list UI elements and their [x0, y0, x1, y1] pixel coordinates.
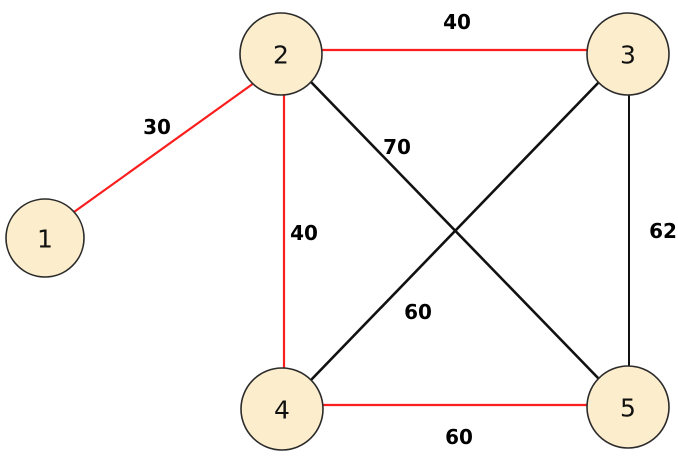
node-circle-1[interactable]: [5, 198, 85, 278]
edge-weight-label-3-4: 60: [404, 300, 432, 324]
edge-weight-label-2-5: 70: [383, 135, 411, 159]
edge-weight-label-1-2: 30: [143, 115, 171, 139]
graph-node-4[interactable]: 4: [240, 367, 324, 451]
node-circle-3[interactable]: [586, 12, 670, 96]
edge-weight-label-4-5: 60: [445, 425, 473, 449]
node-circle-5[interactable]: [586, 365, 670, 449]
graph-node-1[interactable]: 1: [5, 198, 85, 278]
node-circle-4[interactable]: [240, 367, 324, 451]
graph-edge-1-2[interactable]: e-1-2: [73, 82, 255, 213]
node-label-4: 4: [274, 396, 290, 425]
node-label-1: 1: [37, 225, 53, 254]
edges-layer: e-1-2e-2-3e-2-4e-2-5e-3-4e-3-5e-4-5: [73, 48, 630, 407]
edge-weight-label-2-3: 40: [443, 10, 471, 34]
edge-labels-layer: 30 40 40 70 60 62 60: [143, 10, 677, 449]
graph-node-3[interactable]: 3: [586, 12, 670, 96]
node-label-5: 5: [620, 394, 636, 423]
edge-weight-label-2-4: 40: [290, 221, 318, 245]
node-circle-2[interactable]: [239, 12, 323, 96]
node-label-2: 2: [273, 41, 289, 70]
node-label-3: 3: [620, 41, 636, 70]
edge-weight-label-3-5: 62: [649, 219, 677, 243]
nodes-layer: 1 2 3 4 5: [5, 12, 670, 451]
graph-node-5[interactable]: 5: [586, 365, 670, 449]
graph-node-2[interactable]: 2: [239, 12, 323, 96]
graph-edge-3-4[interactable]: e-3-4: [310, 81, 600, 381]
